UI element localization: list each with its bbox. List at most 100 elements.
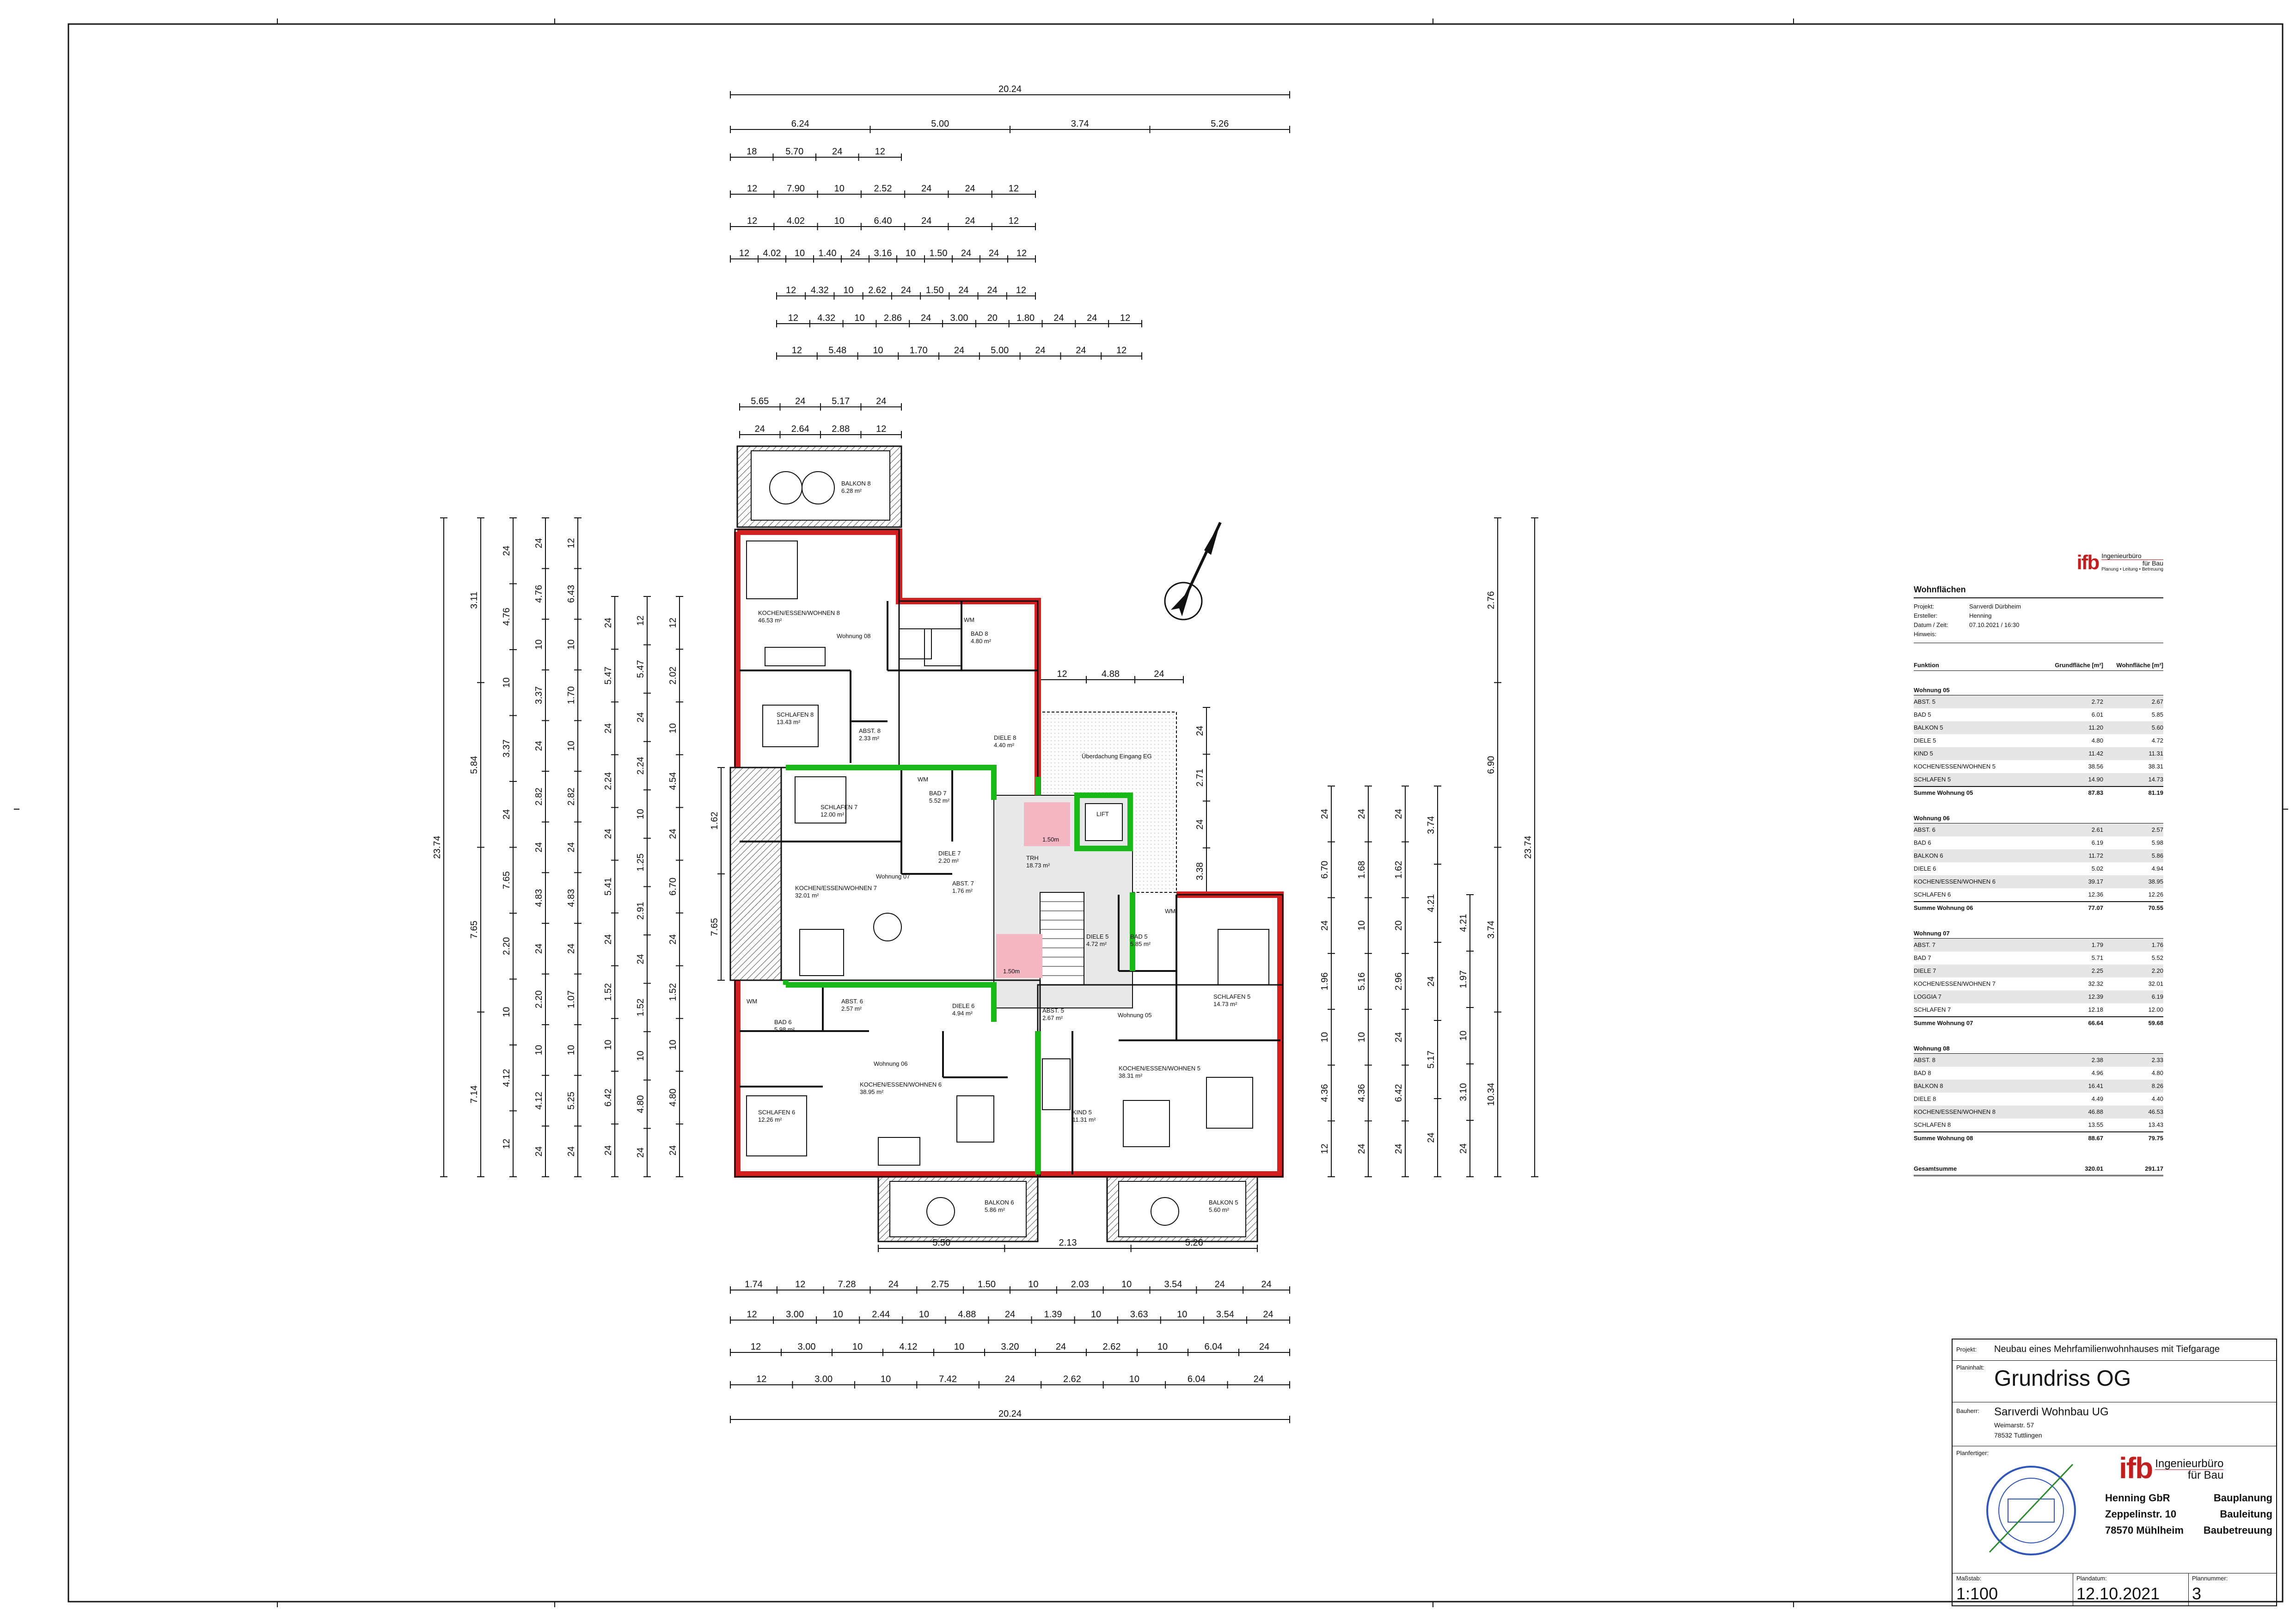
dim-label: 12 (751, 1342, 761, 1352)
group-title: Wohnung 05 (1914, 687, 2163, 695)
dim-label: 5.41 (603, 878, 613, 896)
dim-label: 2.76 (1486, 591, 1496, 609)
dim-label: 24 (1320, 809, 1330, 819)
dim-label: 24 (958, 285, 968, 295)
label-trh-area: 18.73 m² (1026, 862, 1050, 869)
dim-label: 24 (1259, 1342, 1269, 1352)
dim-label: 7.65 (469, 921, 479, 939)
table-cell: 46.53 (2148, 1108, 2163, 1115)
table-cell: 4.80 (2151, 1069, 2163, 1076)
table-cell: 2.72 (2091, 698, 2103, 705)
dim-label: 24 (668, 829, 678, 839)
dim-label: 1.62 (1394, 861, 1404, 879)
dim-label: 2.13 (1059, 1238, 1077, 1248)
dim-label: 1.39 (1044, 1309, 1062, 1320)
logo-tag: Planung • Leitung • Betreuung (2101, 567, 2163, 572)
table-cell: 1.79 (2091, 941, 2103, 948)
bauherr-addr2: 78532 Tuttlingen (1994, 1432, 2042, 1439)
plandatum-label: Plandatum: (2076, 1575, 2107, 1582)
table-cell: 38.31 (2148, 763, 2163, 770)
table-cell: BAD 5 (1914, 711, 1931, 718)
table-cell: 2.61 (2091, 826, 2103, 833)
dim-label: 12 (1009, 184, 1019, 194)
dim-label: 4.88 (958, 1309, 976, 1320)
meta-value: 07.10.2021 / 16:30 (1969, 621, 2020, 628)
label-bad7: BAD 7 (929, 790, 947, 797)
dim-label: 1.97 (1458, 971, 1469, 989)
dim-label: 24 (1458, 1143, 1469, 1154)
label-trh: TRH (1026, 854, 1039, 861)
dim-label: 24 (566, 944, 576, 954)
dim-label: 6.43 (566, 585, 576, 603)
plannummer-label: Plannummer: (2192, 1575, 2228, 1582)
dim-label: 10 (1458, 1031, 1469, 1041)
table-cell: KOCHEN/ESSEN/WOHNEN 8 (1914, 1108, 1996, 1115)
service-leitung: Bauleitung (2220, 1508, 2272, 1520)
dim-label: 2.20 (502, 937, 512, 955)
col-funktion: Funktion (1914, 662, 1939, 669)
dim-label: 24 (603, 1145, 613, 1155)
dim-label: 5.47 (636, 660, 646, 678)
dim-label: 24 (921, 216, 931, 226)
label-abst6: ABST. 6 (841, 998, 863, 1005)
label-abst5-area: 2.67 m² (1042, 1014, 1063, 1021)
table-cell: 39.17 (2088, 878, 2103, 885)
table-cell: DIELE 6 (1914, 865, 1936, 872)
plandatum-value: 12.10.2021 (2076, 1584, 2160, 1603)
dim-label: 5.84 (469, 756, 479, 774)
dim-label: 3.00 (786, 1309, 804, 1320)
dim-label: 2.75 (931, 1279, 949, 1290)
table-cell: 14.73 (2148, 776, 2163, 783)
dim-label: 2.02 (668, 667, 678, 685)
table-cell: SCHLAFEN 7 (1914, 1006, 1951, 1013)
table-cell: 11.31 (2149, 750, 2163, 757)
dim-label: 10 (1177, 1309, 1187, 1320)
dim-label: 3.00 (814, 1374, 833, 1384)
label-kw5: KOCHEN/ESSEN/WOHNEN 5 (1119, 1065, 1200, 1072)
label-bad8: BAD 8 (971, 630, 988, 637)
dim-label: 3.37 (502, 739, 512, 757)
dim-label: 3.37 (534, 686, 544, 704)
table-cell: 13.55 (2088, 1121, 2103, 1128)
dim-label: 3.10 (1458, 1083, 1469, 1101)
dim-label: 7.28 (838, 1279, 856, 1290)
dim-label: 23.74 (1523, 836, 1533, 859)
dim-label: 4.02 (787, 216, 805, 226)
table-cell: 5.60 (2151, 724, 2163, 731)
dim-label: 5.70 (785, 147, 803, 157)
firm-name: Henning GbR (2105, 1492, 2170, 1504)
dim-label: 12 (875, 147, 885, 157)
dim-label: 24 (668, 934, 678, 944)
table-cell: 5.52 (2151, 954, 2163, 961)
dim-label: 2.24 (603, 772, 613, 790)
logo-mark: ifb (2076, 551, 2100, 574)
meta-row: Hinweis: (1914, 630, 2163, 639)
dim-label: 3.20 (1001, 1342, 1019, 1352)
dim-label: 3.00 (798, 1342, 816, 1352)
label-balkon8: BALKON 8 (841, 480, 871, 487)
sum-cell: 66.64 (2088, 1020, 2103, 1026)
total-wohn: 291.17 (2145, 1165, 2163, 1172)
dim-label: 1.70 (566, 686, 576, 704)
dim-label: 4.02 (763, 248, 781, 258)
label-abst8: ABST. 8 (859, 727, 881, 734)
projekt-label: Projekt: (1956, 1346, 1977, 1353)
dim-label: 2.64 (791, 424, 809, 434)
sum-cell: Summe Wohnung 06 (1914, 904, 1973, 911)
dim-label: 5.47 (603, 667, 613, 685)
